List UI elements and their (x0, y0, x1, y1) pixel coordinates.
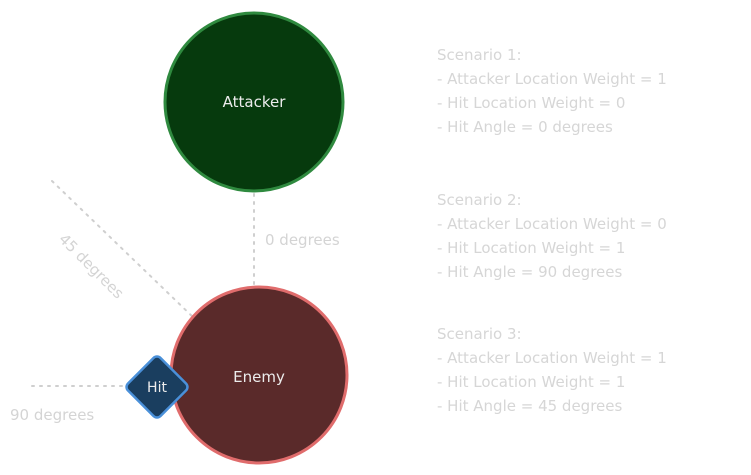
scenario-2-line-2: - Hit Location Weight = 1 (437, 239, 626, 257)
scenario-1: Scenario 1: - Attacker Location Weight =… (437, 43, 667, 139)
hit-label: Hit (147, 380, 167, 396)
scenario-1-line-2: - Hit Location Weight = 0 (437, 94, 626, 112)
scenario-3-line-2: - Hit Location Weight = 1 (437, 373, 626, 391)
scenario-3-title: Scenario 3: (437, 325, 522, 343)
enemy-label: Enemy (233, 368, 285, 386)
scenario-2: Scenario 2: - Attacker Location Weight =… (437, 188, 667, 284)
scenario-1-line-1: - Attacker Location Weight = 1 (437, 70, 667, 88)
forty-five-degree-label: 45 degrees (55, 230, 127, 302)
attacker-label: Attacker (223, 93, 287, 111)
scenario-1-title: Scenario 1: (437, 46, 522, 64)
scenario-1-line-3: - Hit Angle = 0 degrees (437, 118, 613, 136)
ninety-degree-label: 90 degrees (10, 406, 94, 424)
attacker-node[interactable] (163, 11, 345, 193)
scenario-3: Scenario 3: - Attacker Location Weight =… (437, 322, 667, 418)
scenario-2-title: Scenario 2: (437, 191, 522, 209)
scenario-3-line-1: - Attacker Location Weight = 1 (437, 349, 667, 367)
forty-five-degree-line (51, 180, 197, 321)
zero-degree-label: 0 degrees (265, 231, 340, 249)
scenario-3-line-3: - Hit Angle = 45 degrees (437, 397, 623, 415)
scenario-2-line-3: - Hit Angle = 90 degrees (437, 263, 623, 281)
scenario-2-line-1: - Attacker Location Weight = 0 (437, 215, 667, 233)
hit-node[interactable] (124, 354, 189, 419)
